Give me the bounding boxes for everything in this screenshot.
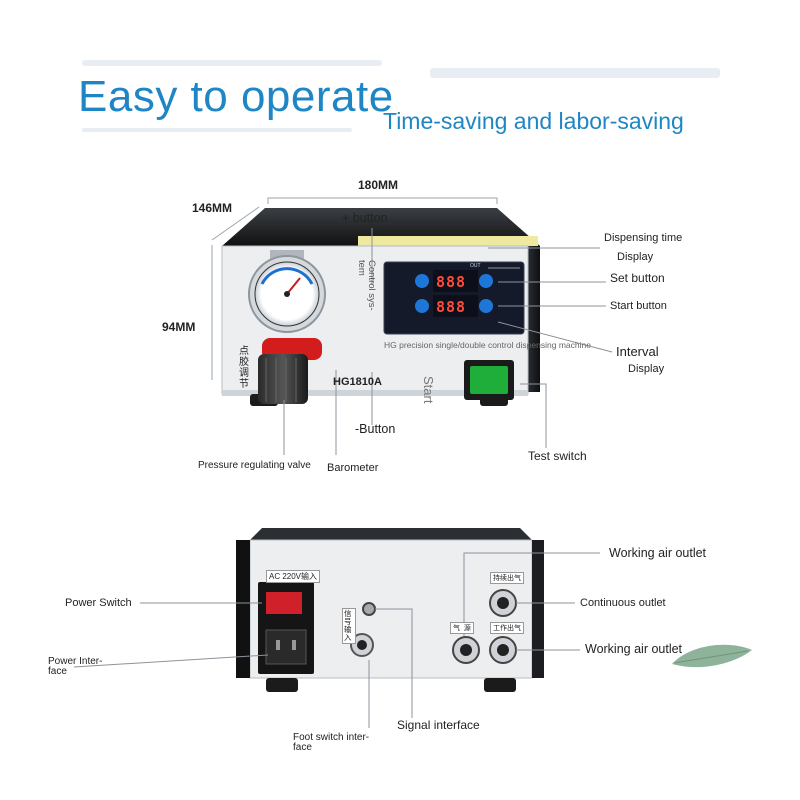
pressure-regulator-knob	[258, 338, 322, 404]
dim-width-label: 180MM	[358, 178, 399, 192]
product-line-label: HG precision single/double control dispe…	[384, 340, 591, 350]
air-source-label: 气 源	[450, 622, 474, 634]
power-switch-label: Power Switch	[65, 597, 132, 609]
display-top-label: Display	[617, 251, 654, 263]
start-panel-text: Start	[421, 376, 436, 404]
chinese-label: 点 胶 调 节	[239, 346, 249, 390]
dispensing-time-label: Dispensing time	[604, 232, 683, 244]
display-bottom-label: Display	[628, 363, 665, 375]
faded-text-strip	[430, 68, 720, 78]
barometer-label: Barometer	[327, 462, 379, 474]
dim-depth-label: 146MM	[192, 201, 233, 215]
pressure-valve-label: Pressure regulating valve	[198, 460, 311, 471]
ac-input-label: AC 220V输入	[266, 570, 321, 583]
faded-text-strip	[82, 60, 382, 66]
power-module	[258, 582, 314, 674]
faded-text-strip	[82, 128, 352, 132]
continuous-port-label: 持续出气	[490, 572, 524, 584]
callout-lines	[283, 228, 613, 455]
signal-interface-label: Signal interface	[397, 718, 480, 732]
signal-input-label: 信号输入	[342, 608, 356, 644]
test-switch	[464, 360, 514, 400]
display-digits-top: 888	[436, 273, 467, 291]
working-air-outlet-bottom-label: Working air outlet	[585, 642, 683, 656]
start-button-label: Start button	[610, 300, 667, 312]
dim-height-label: 94MM	[162, 320, 196, 334]
plus-button-label: + button	[342, 211, 388, 225]
display-digits-bottom: 888	[436, 298, 467, 316]
interval-label: Interval	[616, 344, 659, 359]
control-system-label: Control sys- tem	[356, 260, 377, 311]
air-outlets	[452, 589, 517, 664]
barometer-gauge	[248, 250, 326, 333]
model-label: HG1810A	[333, 376, 382, 388]
dimension-lines	[211, 197, 498, 380]
leaf-decoration	[672, 644, 752, 668]
set-button-label: Set button	[610, 271, 665, 285]
signal-ports	[350, 602, 376, 657]
subheadline: Time-saving and labor-saving	[383, 108, 684, 134]
test-switch-label: Test switch	[528, 449, 587, 463]
work-port-label: 工作出气	[490, 622, 524, 634]
control-display-panel	[383, 261, 525, 335]
rear-callout-lines	[73, 552, 600, 728]
working-air-outlet-top-label: Working air outlet	[609, 546, 707, 560]
power-interface-label: Power Inter- face	[48, 656, 103, 677]
continuous-outlet-label: Continuous outlet	[580, 597, 666, 609]
foot-switch-label: Foot switch inter- face	[293, 732, 370, 753]
display-out-label: OUT	[470, 263, 481, 269]
minus-button-label: -Button	[355, 422, 396, 436]
headline: Easy to operate	[78, 72, 394, 121]
